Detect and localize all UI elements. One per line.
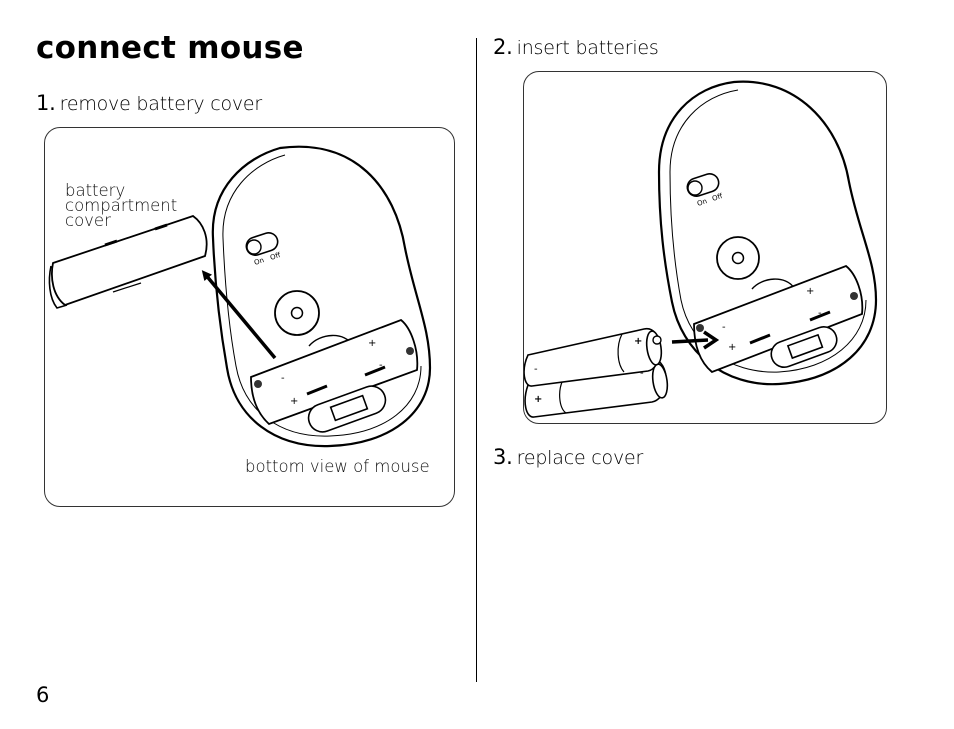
insert-batteries-figure: On Off - + + - + - - + (523, 71, 887, 424)
step-2-heading: 2.insert batteries (493, 35, 659, 59)
switch-on-label: On (696, 197, 708, 208)
battery-compartment (693, 264, 864, 374)
battery-cover-label: battery compartment cover (65, 181, 178, 230)
svg-text:+: + (534, 394, 542, 405)
svg-text:+: + (368, 338, 376, 349)
step-2-number: 2. (493, 35, 513, 59)
switch-on-label: On (253, 256, 265, 267)
svg-text:+: + (806, 286, 814, 297)
svg-text:-: - (281, 373, 285, 384)
aa-battery: + - (524, 359, 669, 418)
column-divider (476, 38, 477, 682)
battery-compartment (250, 318, 419, 426)
remove-cover-figure: On Off - + + - battery compartment cover… (44, 127, 455, 507)
svg-text:-: - (818, 308, 822, 319)
mouse-bottom-illustration: On Off - + + - (48, 145, 432, 448)
svg-text:+: + (728, 342, 736, 353)
step-1-text: remove battery cover (59, 93, 263, 115)
insert-batteries-illustration: On Off - + + - + - - + (524, 80, 878, 418)
step-1-heading: 1.remove battery cover (36, 91, 262, 115)
insert-arrow (671, 338, 709, 344)
svg-text:-: - (379, 360, 383, 371)
page-title: connect mouse (36, 30, 304, 66)
switch-off-label: Off (269, 251, 281, 262)
svg-text:-: - (722, 322, 726, 333)
battery-cover-part (51, 215, 208, 307)
bottom-view-caption: bottom view of mouse (245, 457, 430, 476)
svg-text:+: + (290, 396, 298, 407)
step-3-number: 3. (493, 445, 513, 469)
switch-off-label: Off (711, 192, 723, 203)
step-3-text: replace cover (516, 447, 644, 469)
page-number: 6 (36, 683, 50, 707)
svg-text:+: + (634, 336, 642, 347)
step-3-heading: 3.replace cover (493, 445, 643, 469)
svg-text:-: - (640, 368, 644, 379)
step-2-text: insert batteries (516, 37, 659, 59)
aa-battery: - + (524, 327, 663, 387)
svg-text:-: - (534, 364, 538, 375)
step-1-number: 1. (36, 91, 56, 115)
removal-arrow (201, 270, 277, 360)
